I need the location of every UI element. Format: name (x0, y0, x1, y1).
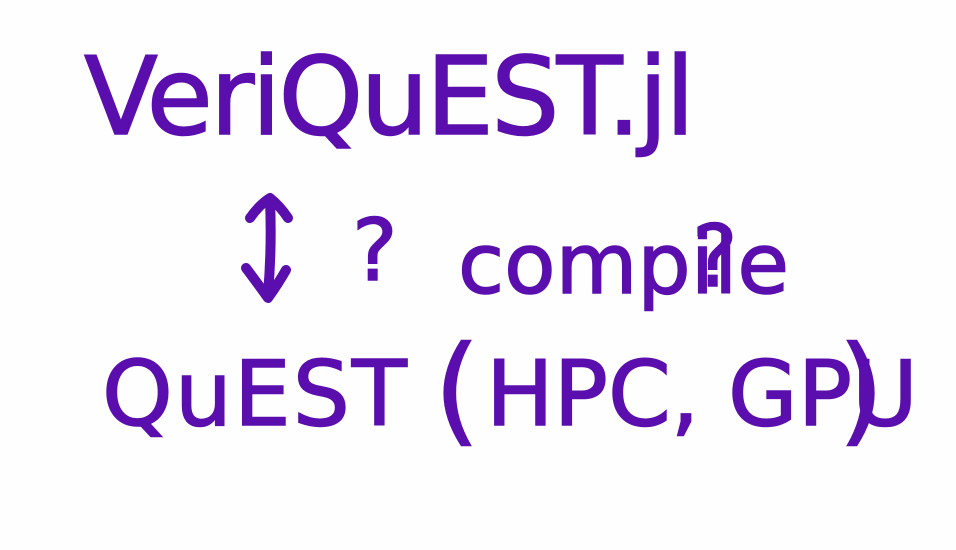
double-headed-vertical-arrow-icon (241, 193, 293, 303)
compile-label: compile (457, 215, 790, 313)
close-parenthesis: ) (837, 320, 885, 458)
question-mark-left: ? (351, 201, 399, 301)
quest-label: QuEST (101, 342, 409, 447)
question-mark-right: ? (691, 207, 739, 307)
open-parenthesis: ( (433, 320, 481, 458)
veriquest-title: VeriQuEST.jl (83, 35, 696, 160)
targets-label: HPC, GPU (485, 342, 918, 447)
